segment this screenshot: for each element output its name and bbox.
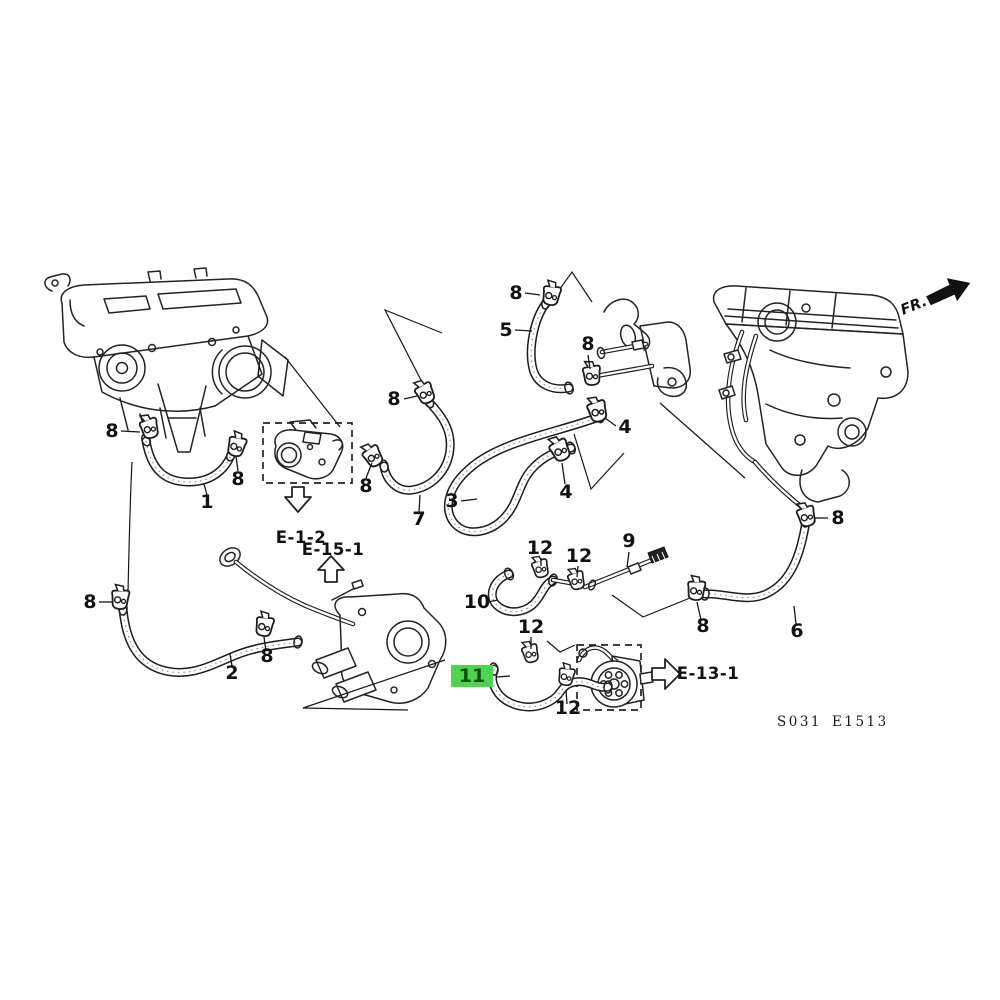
heater-pipe-drawing: [590, 298, 692, 398]
callout-10: 10: [464, 591, 490, 613]
clamp-8-icon: [540, 278, 564, 308]
ref-e-13-1: E-13-1: [677, 664, 739, 683]
e-1-2-arrow-icon: [284, 486, 312, 513]
clamp-8-icon: [581, 359, 603, 387]
hose-3: [443, 412, 604, 537]
clamp-12-icon: [565, 565, 588, 592]
fr-label: FR.: [899, 294, 930, 319]
water-outlet-drawing: [219, 547, 447, 704]
callout-8: 8: [387, 388, 400, 410]
ref-e-1-2: E-1-2: [276, 528, 326, 547]
callout-1: 1: [200, 491, 213, 513]
hose-10: [487, 569, 558, 617]
hose-5: [526, 298, 574, 394]
hose-2: [118, 604, 303, 677]
callout-8: 8: [231, 468, 244, 490]
e-13-1-arrow-icon: [651, 658, 681, 690]
callout-8: 8: [696, 615, 709, 637]
callout-8: 8: [509, 282, 522, 304]
joint-pipe-9-drawing: [550, 546, 669, 591]
callout-6: 6: [790, 620, 803, 642]
clamp-8-icon: [685, 574, 707, 602]
ref-e-15-1: E-15-1: [302, 540, 364, 559]
callout-9: 9: [622, 530, 635, 552]
fr-arrow-icon: [926, 278, 971, 306]
callout-8: 8: [359, 475, 372, 497]
hose-11: [488, 664, 613, 712]
throttle-body-dashed-box: [262, 422, 353, 484]
clamp-8-icon: [224, 429, 250, 459]
callout-8: 8: [581, 333, 594, 355]
leader-lines: [284, 270, 746, 711]
callout-2: 2: [225, 662, 238, 684]
callout-5: 5: [499, 319, 512, 341]
callout-8: 8: [831, 507, 844, 529]
throttle-body-drawing: [274, 419, 344, 480]
callout-12: 12: [555, 697, 581, 719]
engine-left-drawing: [44, 267, 289, 593]
callout-12: 12: [566, 545, 592, 567]
clamp-8-icon: [253, 609, 277, 639]
clamp-8-icon: [793, 499, 819, 529]
clamp-8-icon: [109, 583, 131, 611]
diagram-code-right: E1513: [832, 714, 889, 730]
clamp-8-icon: [136, 411, 162, 441]
callout-8: 8: [105, 420, 118, 442]
hose-6: [700, 516, 811, 603]
callout-7: 7: [412, 508, 425, 530]
e-15-1-arrow-icon: [317, 555, 345, 583]
highlight-box: [451, 665, 493, 687]
callout-11-highlighted: 11: [459, 665, 485, 687]
callout-8: 8: [83, 591, 96, 613]
engine-right-drawing: [712, 285, 909, 515]
callout-3: 3: [445, 490, 458, 512]
callout-12: 12: [527, 537, 553, 559]
oil-cooler-drawing: [576, 645, 654, 708]
diagram-code-left: S031: [777, 714, 822, 730]
hose-1: [141, 436, 236, 487]
clamp-12-icon: [519, 638, 542, 665]
callout-ticks: [99, 292, 828, 705]
callout-8: 8: [260, 645, 273, 667]
callout-4: 4: [559, 481, 572, 503]
hose-7: [379, 397, 455, 495]
callout-4: 4: [618, 416, 631, 438]
callout-12: 12: [518, 616, 544, 638]
